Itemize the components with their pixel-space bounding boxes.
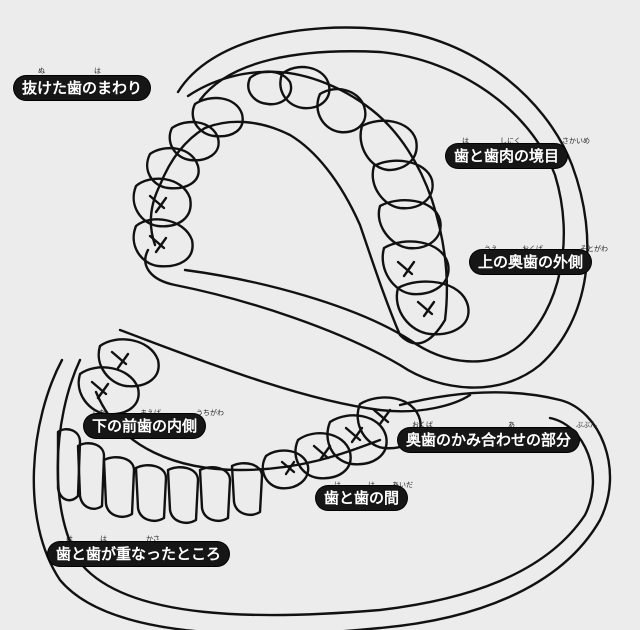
ruby-ha: は	[334, 481, 341, 489]
callout-between-teeth: 歯と歯の間	[316, 486, 408, 510]
lower-tooth	[97, 338, 160, 388]
upper-tooth	[279, 65, 331, 110]
upper-tooth	[247, 70, 293, 106]
upper-tooth	[381, 240, 450, 296]
lower-tooth	[166, 466, 200, 524]
lower-tooth	[77, 366, 140, 416]
upper-tooth	[132, 177, 192, 228]
ruby-bubun: ぶぶん	[576, 421, 597, 429]
ruby-maeba: まえば	[140, 409, 161, 417]
ruby-aida: あいだ	[392, 481, 413, 489]
callout-overlap-area: 歯と歯が重なったところ	[48, 542, 230, 566]
lower-tooth	[326, 414, 388, 466]
upper-jaw-inner-outline	[183, 50, 566, 363]
callout-gum-line: 歯と歯肉の境目	[446, 144, 568, 168]
ruby-ha: は	[462, 137, 469, 145]
ruby-sakaime: さかいめ	[562, 137, 590, 145]
lower-tongue-edge	[118, 328, 472, 413]
upper-tooth	[191, 96, 244, 138]
ruby-nu: ぬ	[38, 67, 45, 75]
ruby-ue: うえ	[484, 245, 498, 253]
upper-tooth	[316, 87, 367, 134]
ruby-shiniku: しにく	[500, 137, 521, 145]
ruby-okuba: おくば	[522, 245, 543, 253]
ruby-ha: は	[100, 535, 107, 543]
lower-jaw-outer-outline	[32, 358, 612, 630]
ruby-okuba: おくば	[412, 421, 433, 429]
ruby-ha: は	[94, 67, 101, 75]
callout-back-teeth-bite: 奥歯のかみ合わせの部分	[398, 428, 580, 452]
lower-tooth	[56, 428, 82, 502]
lower-tooth	[102, 456, 136, 518]
upper-tooth	[371, 159, 434, 210]
lower-tooth	[76, 442, 106, 510]
callout-lower-front-inner: 下の前歯の内側	[84, 414, 206, 438]
ruby-a: あ	[508, 421, 515, 429]
lower-tooth	[294, 432, 352, 480]
upper-jaw-outer-outline	[144, 26, 589, 389]
callout-upper-back-outer: 上の奥歯の外側	[470, 250, 592, 274]
ruby-kasa: かさ	[146, 535, 160, 543]
upper-tooth	[132, 218, 194, 268]
ruby-shita: した	[92, 409, 106, 417]
upper-tooth	[395, 280, 470, 336]
callout-missing-tooth-area: 抜けた歯のまわり	[14, 76, 151, 100]
lower-tooth	[230, 462, 264, 516]
upper-tooth	[377, 199, 442, 250]
lower-tooth	[134, 464, 168, 522]
upper-tooth	[168, 120, 220, 162]
lower-tooth	[261, 449, 310, 490]
ruby-ha: は	[368, 481, 375, 489]
ruby-ha: は	[66, 535, 73, 543]
lower-jaw-inner-outline	[56, 358, 595, 617]
upper-tooth	[145, 147, 200, 190]
ruby-sotogawa: そとがわ	[580, 245, 608, 253]
lower-tooth	[198, 466, 232, 522]
ruby-uchigawa: うちがわ	[196, 409, 224, 417]
